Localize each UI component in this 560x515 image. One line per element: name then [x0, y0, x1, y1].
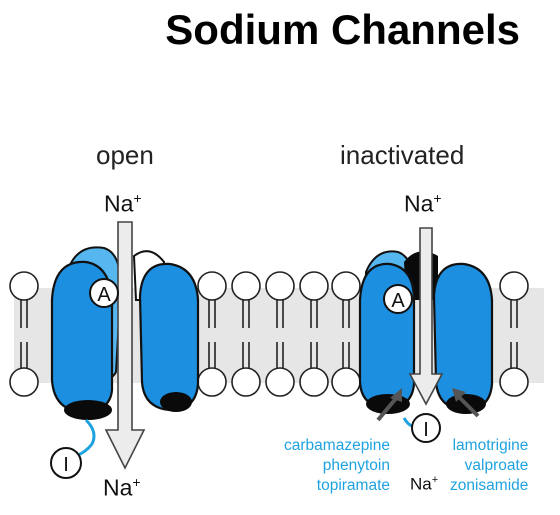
lipid-head — [331, 367, 361, 397]
lipid-tails — [20, 300, 518, 368]
open-inactivation-gate[interactable] — [50, 447, 82, 479]
open-ion-top-charge: + — [133, 190, 142, 206]
lipid-head — [197, 271, 227, 301]
lipid-head — [299, 367, 329, 397]
lipid-head — [499, 271, 529, 301]
drug-left-1: carbamazepine — [284, 437, 390, 454]
open-channel-foot-left — [64, 400, 112, 420]
drug-list-right: lamotrigine valproate zonisamide — [450, 436, 528, 496]
lipid-head — [231, 271, 261, 301]
open-ion-bottom: Na+ — [103, 474, 141, 502]
drug-right-3: zonisamide — [450, 477, 529, 494]
open-ion-arrow[interactable] — [104, 221, 146, 470]
drug-list-left: carbamazepine phenytoin topiramate — [284, 436, 390, 496]
drug-arrow-left — [376, 394, 400, 422]
drug-right-1: lamotrigine — [452, 437, 529, 454]
drug-arrow-left-head — [390, 388, 402, 402]
open-inactivation-gate-letter: I — [63, 454, 69, 476]
lipid-head — [265, 271, 295, 301]
inactivated-ion-arrow[interactable] — [408, 227, 444, 406]
drug-left-2: phenytoin — [322, 457, 390, 474]
inactivated-channel-right-subunit — [432, 262, 494, 412]
inactivated-state-label: inactivated — [340, 140, 465, 170]
open-ion-top: Na+ — [104, 190, 142, 218]
open-state-label: open — [96, 140, 154, 170]
lipid-head — [9, 271, 39, 301]
inactivated-activation-gate[interactable] — [383, 284, 413, 314]
drug-right-2: valproate — [464, 457, 529, 474]
lipid-head — [331, 271, 361, 301]
lipid-head — [9, 367, 39, 397]
inactivated-ion-bottom-charge: + — [431, 474, 439, 486]
inactivated-ion-bottom-text: Na — [410, 474, 432, 494]
lipid-head — [499, 367, 529, 397]
open-channel-right-subunit — [138, 262, 200, 412]
open-inactivation-tether — [75, 418, 96, 458]
open-ion-bottom-text: Na — [103, 474, 133, 501]
drug-arrow-right — [456, 394, 480, 418]
inactivated-inactivation-gate-letter: I — [423, 419, 429, 441]
inactivated-ion-bottom: Na+ — [410, 474, 438, 495]
lipid-head — [231, 367, 261, 397]
drug-left-3: topiramate — [316, 477, 390, 494]
open-activation-gate-letter: A — [97, 284, 111, 306]
lipid-head — [197, 367, 227, 397]
open-ion-bottom-charge: + — [132, 474, 141, 490]
drug-arrow-right-head — [452, 388, 466, 402]
inactivated-ion-top-charge: + — [433, 190, 442, 206]
inactivated-channel: A I — [358, 227, 494, 443]
inactivated-ion-top-text: Na — [404, 190, 434, 217]
inactivated-ion-top: Na+ — [404, 190, 442, 218]
page-title: Sodium Channels — [165, 6, 520, 53]
lipid-head — [265, 367, 295, 397]
open-ion-top-text: Na — [104, 190, 134, 217]
inactivated-channel-left-subunit — [358, 262, 416, 410]
open-channel-foot-right — [160, 392, 192, 412]
open-activation-gate[interactable] — [89, 278, 119, 308]
inactivated-inactivation-gate[interactable] — [411, 413, 441, 443]
lipid-head — [299, 271, 329, 301]
lipid-heads — [9, 271, 529, 397]
inactivated-activation-gate-letter: A — [391, 290, 405, 312]
open-channel: A I — [50, 221, 200, 479]
